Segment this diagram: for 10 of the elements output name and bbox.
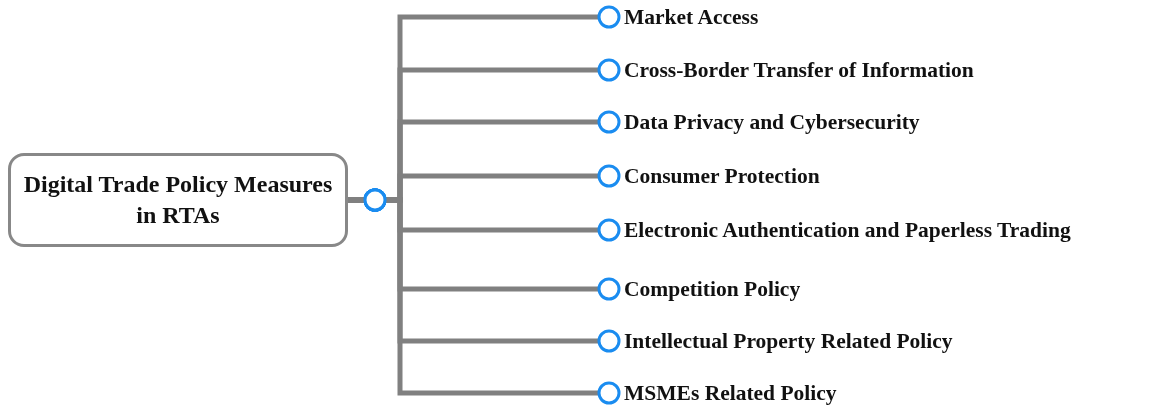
branch-label: Competition Policy: [624, 276, 1169, 302]
branch-label: MSMEs Related Policy: [624, 380, 1169, 406]
branch-label: Intellectual Property Related Policy: [624, 328, 1169, 354]
branch-label: Cross-Border Transfer of Information: [624, 57, 1169, 83]
connector: [348, 188, 621, 405]
branch-label: Data Privacy and Cybersecurity: [624, 109, 1169, 135]
branch-label: Consumer Protection: [624, 163, 1169, 189]
topic-box: Digital Trade Policy Measures in RTAs: [8, 153, 348, 247]
branch-label: Market Access: [624, 4, 1169, 30]
branch-label: Electronic Authentication and Paperless Trading: [624, 217, 1169, 243]
